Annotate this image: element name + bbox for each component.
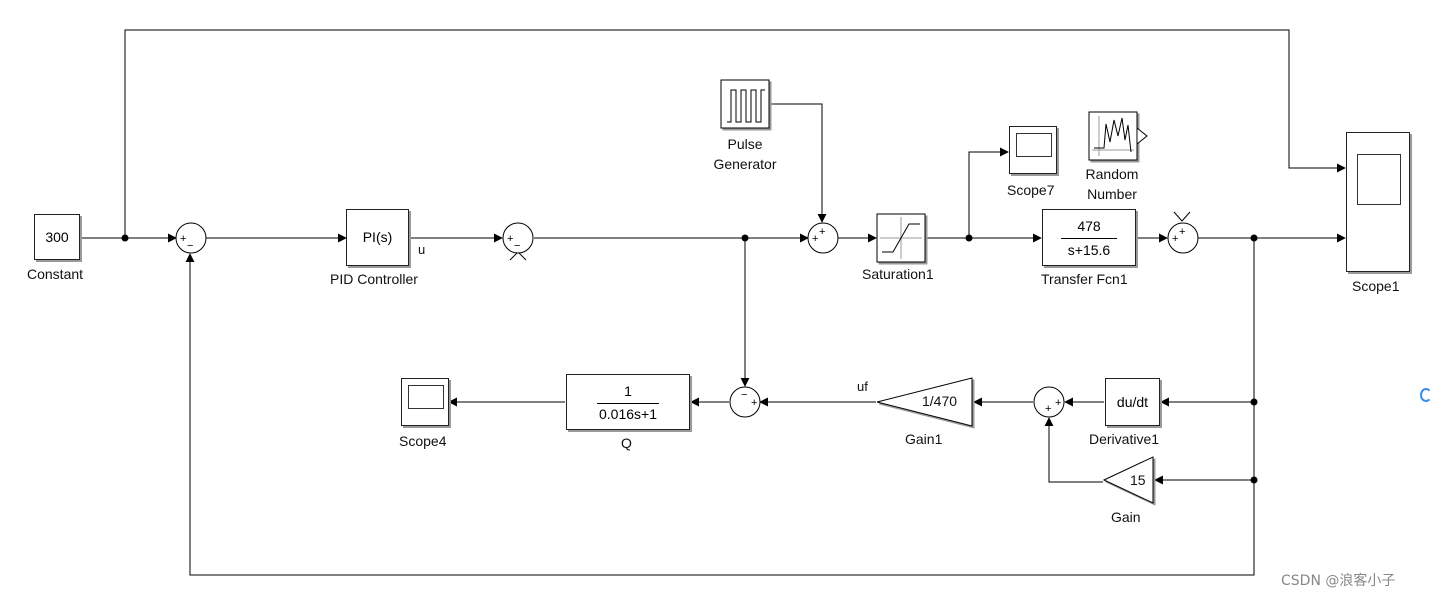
- tf1-denominator: s+15.6: [1067, 242, 1111, 258]
- junction-dot: [1250, 234, 1258, 242]
- sum3-plus-sign: +: [819, 226, 825, 238]
- random-label-line2: Number: [1087, 186, 1137, 202]
- random-number-label: Random Number: [1067, 164, 1157, 204]
- saturation-label: Saturation1: [862, 266, 934, 282]
- scope-screen-icon: [1016, 133, 1052, 157]
- derivative-text: du/dt: [1116, 394, 1149, 410]
- scope1-block[interactable]: [1346, 132, 1410, 272]
- scope4-block[interactable]: [401, 378, 449, 426]
- wire-constant-scope1[interactable]: [124, 29, 1346, 238]
- pulse-label-line2: Generator: [713, 156, 777, 172]
- saturation-block[interactable]: [876, 213, 926, 263]
- junction-dot: [1250, 476, 1258, 484]
- pulse-generator-block[interactable]: [720, 79, 770, 129]
- pid-output-port-label: u: [418, 242, 426, 257]
- gain1-block[interactable]: [876, 377, 973, 427]
- pulse-label-line1: Pulse: [727, 136, 763, 152]
- pulse-generator-label: Pulse Generator: [700, 134, 790, 174]
- sum4-plus-sign: +: [1172, 233, 1178, 245]
- watermark: CSDN @浪客小子: [1281, 573, 1396, 589]
- scope1-label: Scope1: [1352, 278, 1400, 294]
- gain-label: Gain: [1111, 509, 1141, 525]
- pulse-wave-icon: [727, 89, 765, 123]
- random-noise-icon: [1094, 117, 1132, 153]
- q-numerator: 1: [624, 383, 632, 399]
- sum5-plus-sign: +: [751, 397, 757, 409]
- junction-dot: [741, 234, 749, 242]
- sum-block-5[interactable]: [729, 386, 761, 418]
- q-label: Q: [621, 435, 632, 451]
- sum4-plus-sign: +: [1179, 226, 1185, 238]
- transfer-fcn1-block[interactable]: 478 s+15.6: [1042, 209, 1136, 266]
- sum-block-1[interactable]: [175, 222, 207, 254]
- sum2-plus-sign: +: [507, 233, 513, 245]
- sum3-plus-sign: +: [812, 233, 818, 245]
- derivative1-block[interactable]: du/dt: [1105, 378, 1160, 426]
- constant-label: Constant: [27, 266, 84, 282]
- sum5-minus-sign: −: [741, 389, 747, 401]
- wire-saturation-scope7[interactable]: [968, 147, 1009, 238]
- gain-value: 15: [1130, 472, 1146, 488]
- transfer-fcn1-label: Transfer Fcn1: [1041, 271, 1128, 287]
- pid-controller-block[interactable]: PI(s): [346, 209, 409, 266]
- sum-block-6[interactable]: [1033, 386, 1065, 418]
- junction-dot: [121, 234, 129, 242]
- random-number-block[interactable]: [1088, 111, 1148, 161]
- scope7-block[interactable]: [1009, 126, 1057, 174]
- q-transfer-block[interactable]: 1 0.016s+1: [566, 374, 690, 430]
- junction-dot: [965, 234, 973, 242]
- scope7-label: Scope7: [1007, 182, 1055, 198]
- sum4-disturbance-input[interactable]: [1173, 211, 1191, 222]
- sum1-plus-sign: +: [180, 233, 186, 245]
- wire-gain-sum6[interactable]: [1044, 417, 1103, 483]
- sum-block-4[interactable]: [1167, 222, 1199, 254]
- partial-circle-icon: [1420, 388, 1431, 402]
- gain1-value: 1/470: [922, 393, 958, 409]
- scope-screen-icon: [1357, 154, 1401, 205]
- sum6-plus-sign: +: [1055, 397, 1061, 409]
- gain1-label: Gain1: [905, 431, 943, 447]
- derivative1-label: Derivative1: [1089, 431, 1160, 447]
- q-fraction-bar: [597, 403, 659, 404]
- tf1-fraction-bar: [1061, 238, 1117, 239]
- wire-output-feedback[interactable]: [185, 238, 1255, 576]
- wire-pulse-sum3[interactable]: [769, 103, 827, 223]
- pid-controller-label: PID Controller: [330, 271, 418, 287]
- scope-screen-icon: [408, 385, 444, 409]
- q-denominator: 0.016s+1: [599, 406, 657, 422]
- sum1-minus-sign: −: [187, 240, 193, 252]
- random-label-line1: Random: [1085, 166, 1139, 182]
- scope4-label: Scope4: [399, 433, 447, 449]
- constant-block[interactable]: 300: [34, 214, 80, 260]
- sum2-minus-sign: −: [514, 240, 520, 252]
- pid-text: PI(s): [362, 229, 393, 245]
- sum-block-2[interactable]: [502, 222, 534, 254]
- gain-block[interactable]: [1102, 456, 1154, 504]
- constant-value: 300: [45, 229, 69, 245]
- tf1-numerator: 478: [1077, 218, 1101, 234]
- sum6-plus-sign: +: [1045, 403, 1051, 415]
- junction-dot: [1250, 398, 1258, 406]
- uf-signal-label: uf: [857, 379, 868, 394]
- sum-block-3[interactable]: [807, 222, 839, 254]
